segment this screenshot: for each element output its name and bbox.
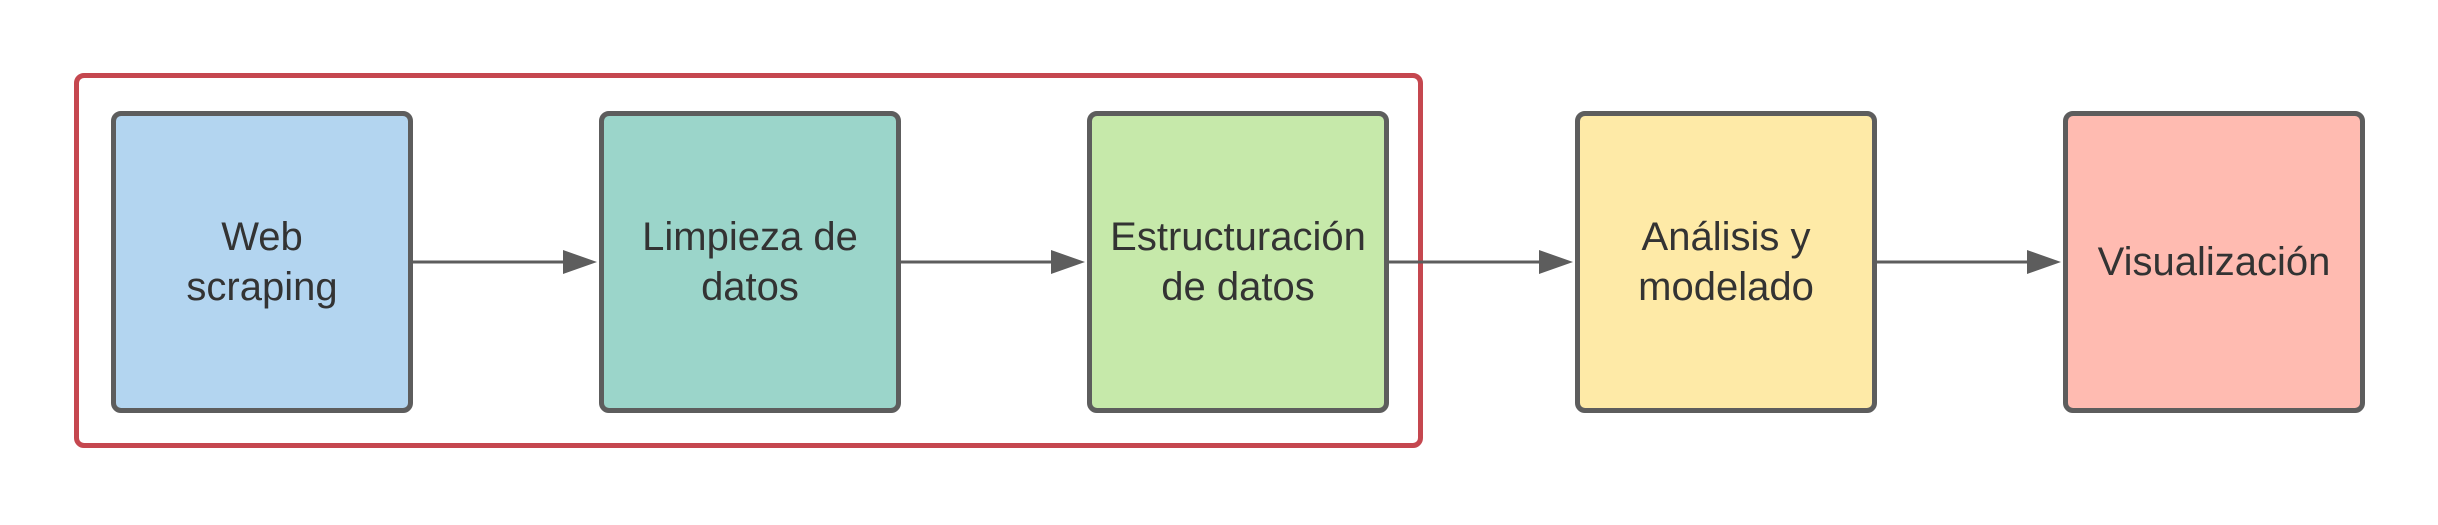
node-web-scraping: Web scraping [111, 111, 413, 413]
arrowhead [563, 250, 597, 274]
node-limpieza-de-datos: Limpieza de datos [599, 111, 901, 413]
node-estructuracion-de-datos-label: Estructuración de datos [1110, 215, 1366, 309]
arrow-estructuracion-to-analisis [1389, 250, 1573, 274]
node-analisis-y-modelado: Análisis y modelado [1575, 111, 1877, 413]
arrow-limpieza-to-estructuracion [901, 250, 1085, 274]
node-web-scraping-label: Web scraping [186, 215, 338, 309]
node-visualizacion: Visualización [2063, 111, 2365, 413]
arrow-web-scraping-to-limpieza [413, 250, 597, 274]
node-visualizacion-label: Visualización [2097, 240, 2331, 284]
arrowhead [2027, 250, 2061, 274]
arrowhead [1539, 250, 1573, 274]
node-limpieza-de-datos-label: Limpieza de datos [642, 215, 858, 309]
node-analisis-y-modelado-label: Análisis y modelado [1638, 215, 1814, 309]
arrowhead [1051, 250, 1085, 274]
node-estructuracion-de-datos: Estructuración de datos [1087, 111, 1389, 413]
arrow-analisis-to-visualizacion [1877, 250, 2061, 274]
